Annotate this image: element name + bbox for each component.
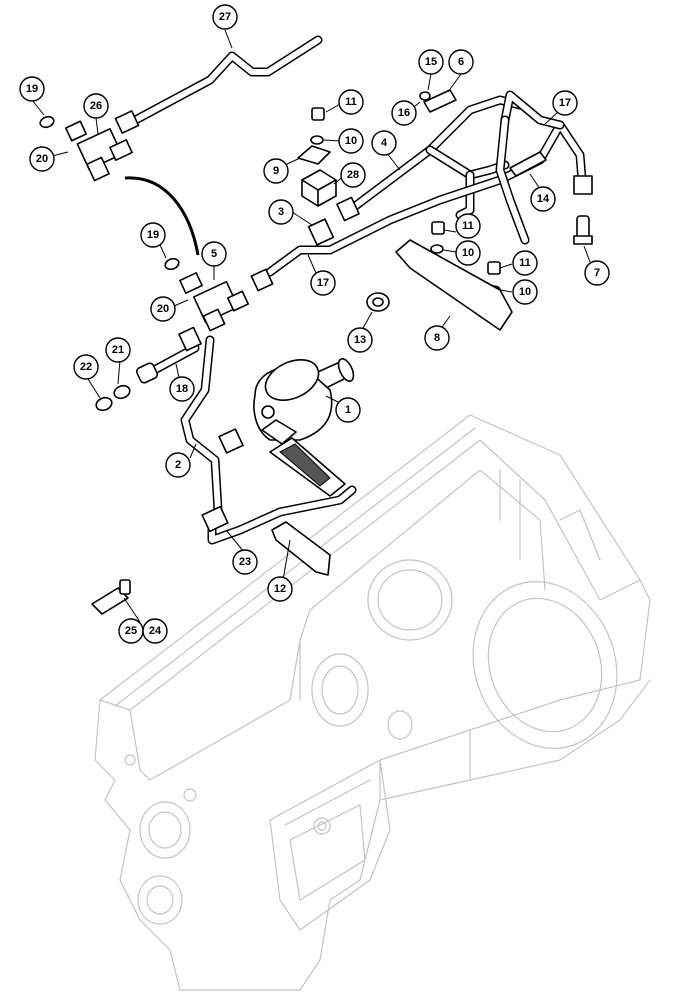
svg-text:8: 8 [434,332,440,344]
callout-17-mid: 17 [310,270,336,296]
callout-13: 13 [347,327,373,353]
svg-text:11: 11 [345,96,357,108]
callout-10-a: 10 [338,128,364,154]
callout-10-b: 10 [455,240,481,266]
callout-1: 1 [335,397,361,423]
callout-20-mid: 20 [150,296,176,322]
clip-14 [509,151,547,177]
transmission-housing-outline [94,414,651,991]
callout-8: 8 [424,325,450,351]
callout-25: 25 [118,618,144,644]
svg-text:15: 15 [425,56,437,68]
svg-text:2: 2 [175,459,181,471]
pad-12 [271,521,331,576]
callout-5: 5 [201,241,227,267]
svg-text:21: 21 [112,344,124,356]
union-3 [307,196,360,246]
svg-text:10: 10 [462,247,474,259]
pipe-23 [207,485,357,545]
block-28 [301,169,337,207]
svg-text:5: 5 [211,248,217,260]
pipe-2 [180,335,223,515]
callout-19-top: 19 [19,76,45,102]
part-25-24 [91,579,131,615]
svg-text:11: 11 [462,220,474,232]
nut-23 [201,505,229,533]
svg-text:23: 23 [239,556,251,568]
callout-20-top: 20 [29,146,55,172]
pipe-17 [265,90,587,277]
callout-26: 26 [83,93,109,119]
svg-text:24: 24 [149,625,162,637]
svg-text:28: 28 [347,169,359,181]
callout-27: 27 [212,4,238,30]
svg-text:16: 16 [398,107,410,119]
callout-16: 16 [391,100,417,126]
callout-10-c: 10 [512,279,538,305]
bolts-11 [311,107,501,275]
callout-15: 15 [418,49,444,75]
fitting-13 [366,292,390,312]
svg-text:4: 4 [381,137,388,149]
svg-text:19: 19 [147,229,159,241]
callout-18: 18 [169,376,195,402]
svg-text:9: 9 [273,165,279,177]
callout-9: 9 [263,158,289,184]
callout-6: 6 [448,49,474,75]
pipe-27 [123,35,323,129]
svg-text:20: 20 [36,153,48,165]
callout-3: 3 [268,199,294,225]
callout-17-right: 17 [552,90,578,116]
callout-21: 21 [105,337,131,363]
callout-11-b: 11 [455,213,481,239]
bracket-8 [395,239,513,331]
svg-text:7: 7 [594,267,600,279]
svg-text:6: 6 [458,56,464,68]
svg-text:17: 17 [559,97,571,109]
nut-18 [135,326,202,384]
callout-23: 23 [232,549,258,575]
assembly-arrow [124,176,200,256]
tee-fitting-26 [64,110,140,182]
svg-text:20: 20 [157,303,169,315]
callout-11-a: 11 [338,89,364,115]
svg-text:14: 14 [537,193,550,205]
callout-2: 2 [165,452,191,478]
callout-11-c: 11 [512,250,538,276]
svg-text:25: 25 [125,625,137,637]
svg-text:22: 22 [80,361,92,373]
svg-text:3: 3 [278,206,284,218]
callout-24: 24 [142,618,168,644]
callout-28: 28 [340,162,366,188]
clip-9 [297,145,331,165]
svg-text:27: 27 [219,11,231,23]
svg-text:17: 17 [317,277,329,289]
callout-labels [31,29,591,623]
callout-12: 12 [267,576,293,602]
clip-6 [423,89,457,113]
callout-7: 7 [584,260,610,286]
callout-22: 22 [73,354,99,380]
callout-19-mid: 19 [140,222,166,248]
callout-4: 4 [371,130,397,156]
svg-text:26: 26 [90,100,102,112]
callout-14: 14 [530,186,556,212]
nut-2 [218,428,244,454]
svg-text:18: 18 [176,383,188,395]
o-rings [39,91,431,412]
svg-text:11: 11 [519,257,531,269]
svg-text:13: 13 [354,334,366,346]
tee-fitting-5 [179,268,274,332]
motor-assembly-1 [253,358,355,497]
svg-text:1: 1 [345,404,351,416]
svg-text:19: 19 [26,83,38,95]
svg-text:12: 12 [274,583,286,595]
svg-text:10: 10 [519,286,531,298]
fitting-7 [573,175,593,245]
svg-text:10: 10 [345,135,357,147]
